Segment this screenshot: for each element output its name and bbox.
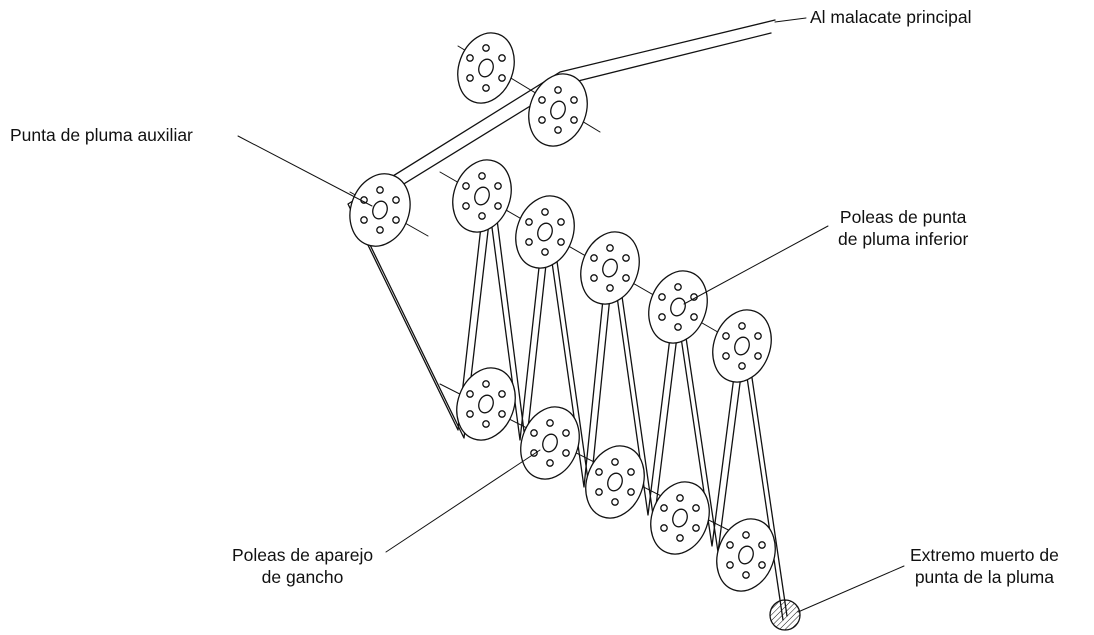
sheave-upper-1: [457, 32, 515, 104]
sheave-boom-tip-2: [515, 195, 575, 269]
label-poleas-punta: Poleas de punta de pluma inferior: [838, 206, 968, 250]
label-al-malacate: Al malacate principal: [810, 7, 972, 27]
sheave-upper-2: [528, 73, 588, 147]
sheave-hook-4: [650, 481, 710, 555]
sheave-hook-1: [456, 367, 516, 441]
sheave-hook-5: [716, 518, 776, 592]
sheave-hook-2: [520, 406, 580, 480]
sheave-boom-tip-5: [712, 309, 772, 383]
sheave-boom-tip-1: [452, 159, 512, 233]
label-extremo-muerto: Extremo muerto de punta de la pluma: [910, 544, 1059, 588]
label-poleas-aparejo: Poleas de aparejo de gancho: [232, 544, 373, 588]
sheave-boom-tip-4: [648, 270, 708, 344]
label-extremo-muerto-line-1: Extremo muerto de: [910, 545, 1059, 565]
dead-end-anchor: [769, 599, 801, 631]
label-poleas-punta-line-1: Poleas de punta: [839, 207, 967, 227]
label-poleas-aparejo-line-2: de gancho: [261, 567, 344, 587]
label-punta-auxiliar: Punta de pluma auxiliar: [10, 125, 193, 145]
leader-lines: [237, 17, 905, 613]
label-extremo-muerto-line-2: punta de la pluma: [914, 567, 1054, 587]
label-poleas-aparejo-line-1: Poleas de aparejo: [232, 545, 374, 565]
sheave-hook-3: [585, 445, 645, 519]
sheave-boom-tip-3: [580, 231, 640, 305]
label-poleas-punta-line-2: de pluma inferior: [838, 229, 969, 249]
sheave-aux-tip: [349, 173, 411, 247]
